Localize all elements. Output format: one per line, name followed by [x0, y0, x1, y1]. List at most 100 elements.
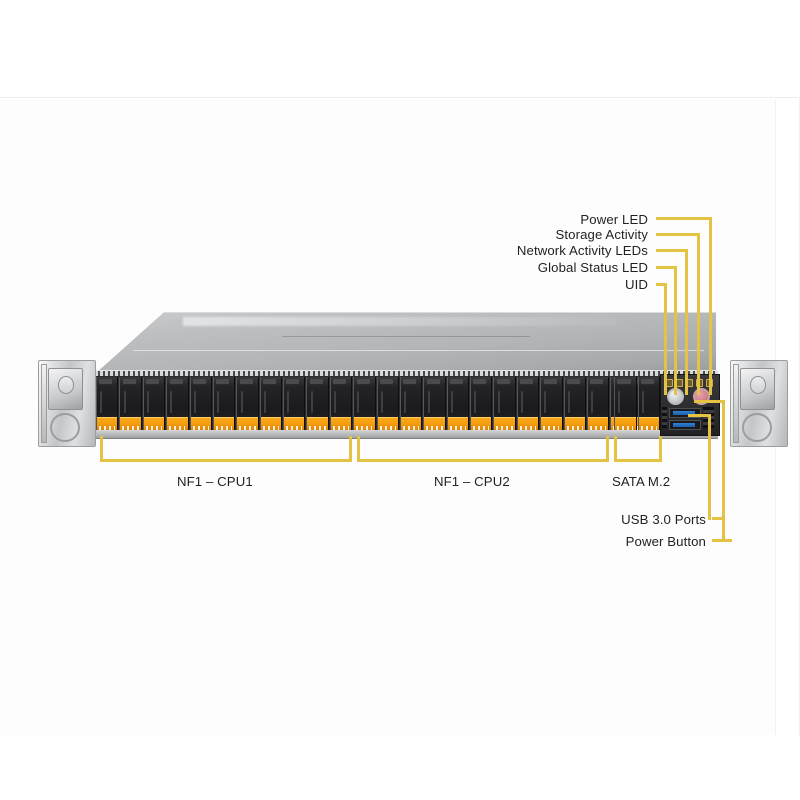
bay-tab-detail	[566, 426, 583, 430]
drive-bay[interactable]	[516, 377, 540, 431]
usb-3-0-port-top[interactable]	[669, 408, 701, 418]
bracket-label-sata-m2: SATA M.2	[612, 474, 671, 489]
bay-handle-icon	[100, 391, 103, 413]
callout-label-power-led: Power LED	[580, 212, 648, 227]
drive-bay[interactable]	[470, 377, 493, 431]
drive-bay-row	[96, 377, 656, 431]
bay-handle-icon	[357, 391, 360, 413]
bay-notch	[566, 379, 580, 384]
bay-tab-detail	[449, 426, 466, 430]
bracket-sata-m2	[614, 436, 662, 462]
leader-storage-activity-vertical	[697, 233, 700, 395]
drive-bay[interactable]	[119, 377, 142, 431]
bay-tab-detail	[122, 426, 139, 430]
leader-usb-horizontal	[712, 517, 724, 520]
rack-ear-handle-right[interactable]	[730, 360, 788, 447]
bay-handle-icon	[521, 391, 524, 413]
rack-ear-handle-left[interactable]	[38, 360, 96, 447]
ear-hook-icon	[742, 412, 773, 443]
bay-notch	[590, 379, 604, 384]
drive-bay[interactable]	[166, 377, 189, 431]
drive-bay[interactable]	[423, 377, 446, 431]
ear-latch-icon[interactable]	[48, 367, 83, 411]
drive-bay[interactable]	[212, 377, 236, 431]
leader-power-led-horizontal	[656, 217, 712, 220]
leader-global-status-vertical	[674, 266, 677, 395]
bay-tab-detail	[379, 426, 396, 430]
leader-network-activity-horizontal	[656, 249, 688, 252]
drive-bay[interactable]	[563, 377, 586, 431]
bay-notch	[122, 379, 136, 384]
bay-tab-detail	[543, 426, 560, 430]
ear-rail-bar	[733, 364, 740, 443]
bay-notch	[286, 379, 300, 384]
bay-handle-icon	[380, 391, 383, 413]
bay-tab-detail	[640, 426, 657, 430]
drive-bay[interactable]	[96, 377, 119, 431]
bay-notch	[333, 379, 347, 384]
sata-m2-bay[interactable]	[637, 377, 660, 431]
bay-notch	[403, 379, 417, 384]
bay-tab-detail	[145, 426, 163, 430]
chassis-top-cover	[96, 312, 716, 373]
usb-3-0-port-bottom[interactable]	[669, 420, 701, 430]
drive-bay[interactable]	[446, 377, 469, 431]
bay-tab-detail	[262, 426, 279, 430]
drive-bay[interactable]	[283, 377, 306, 431]
bracket-nf1-cpu2	[357, 436, 609, 462]
drive-bay[interactable]	[329, 377, 353, 431]
drive-bay[interactable]	[376, 377, 399, 431]
usb-tongue-icon	[673, 423, 695, 427]
bay-tab-detail	[356, 426, 373, 430]
panel-vent-left	[662, 407, 667, 428]
sata-m2-bay[interactable]	[614, 377, 637, 431]
bay-notch	[192, 379, 206, 384]
drive-bay[interactable]	[399, 377, 423, 431]
drive-bay[interactable]	[353, 377, 376, 431]
drive-bay[interactable]	[306, 377, 329, 431]
leader-usb-vertical	[708, 414, 711, 520]
drive-bay[interactable]	[586, 377, 610, 431]
callout-label-storage-activity: Storage Activity	[555, 227, 648, 242]
bay-handle-icon	[567, 391, 570, 413]
usb-tongue-icon	[673, 411, 695, 415]
leader-uid-horizontal	[656, 283, 667, 286]
bay-handle-icon	[334, 391, 337, 413]
bay-tab-detail	[192, 426, 209, 430]
bay-tab-detail	[589, 426, 607, 430]
bay-handle-icon	[404, 391, 407, 413]
drive-bay[interactable]	[189, 377, 212, 431]
leader-usb-connector	[688, 414, 711, 417]
cover-highlight	[182, 316, 617, 327]
bay-tab-detail	[496, 426, 513, 430]
cover-seam-lower	[133, 350, 704, 352]
ear-hook-icon	[50, 412, 81, 443]
drive-bay[interactable]	[493, 377, 516, 431]
bay-notch	[473, 379, 487, 384]
bay-notch	[239, 379, 253, 384]
bay-handle-icon	[474, 391, 477, 413]
bracket-label-nf1-cpu2: NF1 – CPU2	[434, 474, 510, 489]
ear-latch-icon[interactable]	[740, 367, 775, 411]
bay-notch	[496, 379, 510, 384]
bay-notch	[426, 379, 440, 384]
drive-bay[interactable]	[236, 377, 259, 431]
bay-notch	[640, 379, 655, 384]
drive-bay[interactable]	[540, 377, 563, 431]
ear-rail-bar	[41, 364, 48, 443]
leader-uid-vertical	[664, 283, 667, 395]
leader-power-button-connector	[694, 400, 725, 403]
bay-handle-icon	[497, 391, 500, 413]
callout-label-global-status-led: Global Status LED	[537, 260, 648, 275]
bay-notch	[169, 379, 183, 384]
drive-bay[interactable]	[259, 377, 282, 431]
bay-tab-detail	[426, 426, 443, 430]
callout-label-network-activity-leds: Network Activity LEDs	[516, 243, 648, 258]
leader-storage-activity-horizontal	[656, 233, 700, 236]
bay-notch	[543, 379, 557, 384]
drive-bay[interactable]	[142, 377, 166, 431]
bay-handle-icon	[287, 391, 290, 413]
callout-label-uid: UID	[624, 277, 648, 292]
sata-m2-bay-row	[614, 377, 660, 431]
